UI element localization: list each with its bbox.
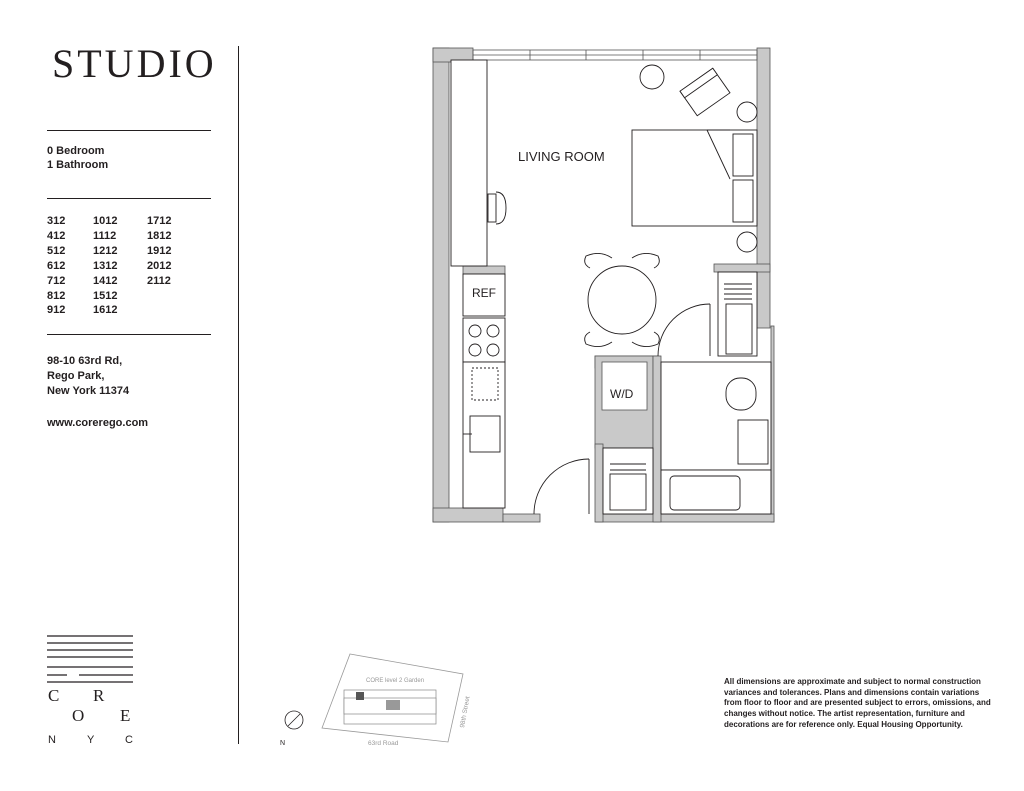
kitchen-sink bbox=[469, 415, 501, 453]
unit-number: 1812 bbox=[147, 229, 172, 242]
address: 98-10 63rd Rd, Rego Park, New York 11374 bbox=[47, 354, 129, 399]
divider bbox=[47, 130, 211, 131]
key-plan: CORE level 2 Garden 98th Street 63rd Roa… bbox=[280, 653, 472, 747]
toilet bbox=[725, 377, 757, 411]
address-line: New York 11374 bbox=[47, 385, 130, 397]
ref-label: REF bbox=[472, 286, 496, 300]
dining-table bbox=[587, 265, 657, 335]
divider bbox=[47, 198, 211, 199]
living-room-label: LIVING ROOM bbox=[518, 149, 605, 164]
svg-text:O: O bbox=[72, 706, 84, 725]
unit-number: 912 bbox=[47, 304, 66, 317]
garden-label: CORE level 2 Garden bbox=[366, 678, 424, 684]
unit-number: 1712 bbox=[147, 215, 172, 227]
unit-number: 512 bbox=[47, 244, 66, 257]
divider bbox=[47, 334, 211, 335]
unit-info: 0 Bedroom 1 Bathroom bbox=[47, 144, 108, 172]
svg-text:C: C bbox=[125, 734, 134, 746]
unit-number: 1012 bbox=[93, 215, 118, 227]
address-line: 98-10 63rd Rd, bbox=[47, 355, 123, 367]
cooktop bbox=[462, 317, 506, 363]
unit-number: 2012 bbox=[147, 259, 172, 272]
bathroom-count: 1 Bathroom bbox=[47, 159, 109, 171]
unit-number: 1212 bbox=[93, 244, 118, 257]
disclaimer-text: All dimensions are approximate and subje… bbox=[724, 677, 991, 729]
core-nyc-logo: C R O E N Y C bbox=[47, 635, 134, 746]
east-wall-upper bbox=[756, 47, 771, 329]
unit-number: 612 bbox=[47, 259, 66, 272]
floor-plan: LIVING ROOM REF W/D bbox=[432, 47, 775, 523]
svg-text:N: N bbox=[48, 734, 57, 746]
north-arrow-icon bbox=[284, 710, 304, 730]
unit-number bbox=[147, 289, 193, 304]
svg-text:C: C bbox=[48, 686, 59, 705]
west-wall bbox=[432, 47, 450, 523]
svg-text:Y: Y bbox=[87, 734, 95, 746]
svg-text:R: R bbox=[93, 686, 105, 705]
unit-number: 1312 bbox=[93, 259, 118, 272]
refrigerator bbox=[462, 273, 506, 317]
unit-number: 1512 bbox=[93, 289, 118, 302]
website-link[interactable]: www.corerego.com bbox=[47, 417, 149, 429]
unit-number: 312 bbox=[47, 215, 66, 227]
unit-number bbox=[147, 303, 193, 318]
vertical-divider bbox=[238, 46, 239, 744]
address-line: Rego Park, bbox=[47, 370, 105, 382]
desk bbox=[450, 59, 488, 267]
street-label-east: 98th Street bbox=[459, 696, 471, 729]
nightstand bbox=[736, 101, 758, 123]
washer-dryer-label: W/D bbox=[610, 387, 634, 401]
street-label-south: 63rd Road bbox=[368, 740, 399, 747]
unit-number-list: 312 1012 1712 412 1112 1812 512 1212 1912 612 1312… bbox=[47, 214, 193, 318]
unit-number: 412 bbox=[47, 229, 66, 242]
unit-number: 2112 bbox=[147, 274, 171, 287]
unit-location-marker bbox=[356, 692, 364, 700]
bedroom-count: 0 Bedroom bbox=[47, 145, 105, 157]
north-label: N bbox=[280, 740, 285, 747]
nightstand bbox=[736, 231, 758, 253]
unit-number: 1112 bbox=[93, 229, 117, 242]
svg-text:E: E bbox=[120, 706, 130, 725]
page-title: STUDIO bbox=[52, 41, 217, 86]
unit-number: 1612 bbox=[93, 304, 118, 317]
unit-number: 1912 bbox=[147, 244, 172, 257]
unit-number: 1412 bbox=[93, 274, 118, 287]
south-wall-left bbox=[432, 507, 504, 523]
unit-number: 712 bbox=[47, 274, 66, 287]
vanity-sink bbox=[737, 419, 769, 465]
unit-number: 812 bbox=[47, 289, 66, 302]
south-wall-right bbox=[595, 513, 775, 523]
